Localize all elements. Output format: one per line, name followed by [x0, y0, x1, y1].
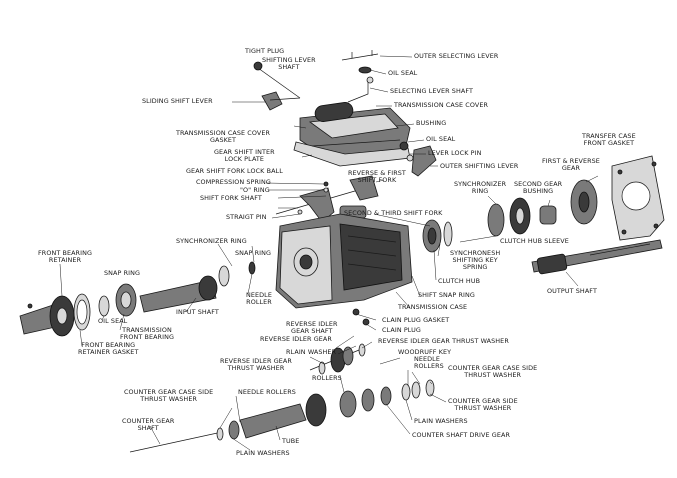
label-plain-washers-left: PLAIN WASHERS	[236, 449, 290, 457]
label-plain-washers-right: PLAIN WASHERS	[414, 417, 468, 425]
output-shaft-drawing	[531, 239, 663, 275]
label-transfer-case-front-gasket: TRANSFER CASE FRONT GASKET	[582, 132, 636, 148]
label-gear-shift-fork-lock-ball: GEAR SHIFT FORK LOCK BALL	[186, 167, 283, 175]
label-outer-shifting-lever: OUTER SHIFTING LEVER	[440, 162, 519, 170]
label-reverse-idler-gear-thrust-washer-right: REVERSE IDLER GEAR THRUST WASHER	[378, 337, 509, 345]
label-front-bearing-retainer: FRONT BEARING RETAINER	[38, 249, 93, 265]
label-reverse-idler-gear-thrust-washer-left: REVERSE IDLER GEAR THRUST WASHER	[220, 357, 292, 373]
label-reverse-idler-gear: REVERSE IDLER GEAR	[260, 335, 332, 343]
input-shaft-drawing	[98, 261, 256, 317]
label-first-reverse-gear: FIRST & REVERSE GEAR	[542, 157, 600, 173]
label-oil-seal-mid: OIL SEAL	[426, 135, 456, 143]
label-counter-shaft-drive-gear: COUNTER SHAFT DRIVE GEAR	[412, 431, 510, 439]
label-front-bearing-retainer-gasket: FRONT BEARING RETAINER GASKET	[78, 341, 139, 357]
label-oil-seal-top: OIL SEAL	[388, 69, 418, 77]
label-needle-roller-input: NEEDLE ROLLER	[246, 291, 272, 307]
label-lever-lock-pin: LEVER LOCK PIN	[428, 149, 482, 157]
label-transmission-front-bearing: TRANSMISSION FRONT BEARING	[120, 326, 175, 342]
label-shift-snap-ring: SHIFT SNAP RING	[418, 291, 475, 299]
front-retainer-drawing	[19, 293, 91, 337]
label-o-ring: "O" RING	[240, 186, 270, 194]
label-reverse-first-shift-fork: REVERSE & FIRST SHIFT FORK	[348, 169, 406, 185]
label-woodruff-key: WOODRUFF KEY	[398, 348, 452, 356]
label-second-third-shift-fork: SECOND & THIRD SHIFT FORK	[344, 209, 443, 217]
reverse-idler-drawing	[309, 343, 366, 375]
label-reverse-idler-gear-shaft: REVERSE IDLER GEAR SHAFT	[286, 320, 338, 336]
label-transmission-case: TRANSMISSION CASE	[398, 303, 468, 311]
label-clain-plug: CLAIN PLUG	[382, 326, 421, 334]
label-tight-plug: TIGHT PLUG	[245, 47, 285, 55]
label-tube: TUBE	[282, 437, 300, 445]
label-bushing-top: BUSHING	[416, 119, 447, 127]
label-compression-spring: COMPRESSION SPRING	[196, 178, 271, 186]
label-rlain-washer: RLAIN WASHER	[286, 348, 337, 356]
label-shifting-lever-shaft: SHIFTING LEVER SHAFT	[262, 56, 316, 72]
label-counter-gear-case-side-thrust-washer-right: COUNTER GEAR CASE SIDE THRUST WASHER	[448, 364, 538, 380]
label-selecting-lever-shaft: SELECTING LEVER SHAFT	[390, 87, 473, 95]
transmission-case-drawing	[275, 213, 413, 326]
label-synchronesh-shifting-key-spring: SYNCHRONESH SHIFTING KEY SPRING	[450, 249, 501, 272]
leader-lines	[59, 55, 599, 451]
transfer-gasket-drawing	[611, 155, 665, 241]
label-rollers: ROLLERS	[312, 374, 342, 382]
label-synchronizer-ring-right: SYNCHRONIZER RING	[454, 180, 507, 196]
label-snap-ring-front: SNAP RING	[104, 269, 141, 277]
label-input-shaft: INPUT SHAFT	[176, 308, 219, 316]
label-clain-plug-gasket: CLAIN PLUG GASKET	[382, 316, 450, 324]
label-clutch-hub-sleeve: CLUTCH HUB SLEEVE	[500, 237, 569, 245]
case-cover-drawing	[293, 102, 411, 167]
label-sliding-shift-lever: SLIDING SHIFT LEVER	[142, 97, 213, 105]
label-counter-gear-side-thrust-washer: COUNTER GEAR SIDE THRUST WASHER	[448, 397, 518, 413]
label-gear-shift-inter-lock-plate: GEAR SHIFT INTER LOCK PLATE	[214, 148, 275, 164]
label-straigt-pin: STRAIGT PIN	[226, 213, 267, 221]
label-transmission-case-cover-gasket: TRANSMISSION CASE COVER GASKET	[176, 129, 271, 145]
label-outer-selecting-lever: OUTER SELECTING LEVER	[414, 52, 499, 60]
label-counter-gear-shaft: COUNTER GEAR SHAFT	[122, 417, 175, 433]
label-oil-seal-front: OIL SEAL	[98, 317, 128, 325]
outer-shifting-lever-drawing	[399, 141, 437, 177]
label-output-shaft: OUTPUT SHAFT	[547, 287, 597, 295]
counter-gear-drawing	[129, 379, 435, 453]
selecting-lever-drawing	[253, 50, 379, 111]
label-shift-fork-shaft: SHIFT FORK SHAFT	[200, 194, 262, 202]
label-clutch-hub: CLUTCH HUB	[438, 277, 481, 285]
label-snap-ring-case: SNAP RING	[235, 249, 272, 257]
label-synchronizer-ring-left: SYNCHRONIZER RING	[176, 237, 247, 245]
label-second-gear-bushing: SECOND GEAR BUSHING	[514, 180, 563, 196]
label-needle-rollers-right: NEEDLE ROLLERS	[414, 355, 444, 371]
label-needle-rollers-left: NEEDLE ROLLERS	[238, 388, 296, 396]
label-transmission-case-cover: TRANSMISSION CASE COVER	[394, 101, 489, 109]
label-counter-gear-case-side-thrust-washer-left: COUNTER GEAR CASE SIDE THRUST WASHER	[124, 388, 214, 404]
